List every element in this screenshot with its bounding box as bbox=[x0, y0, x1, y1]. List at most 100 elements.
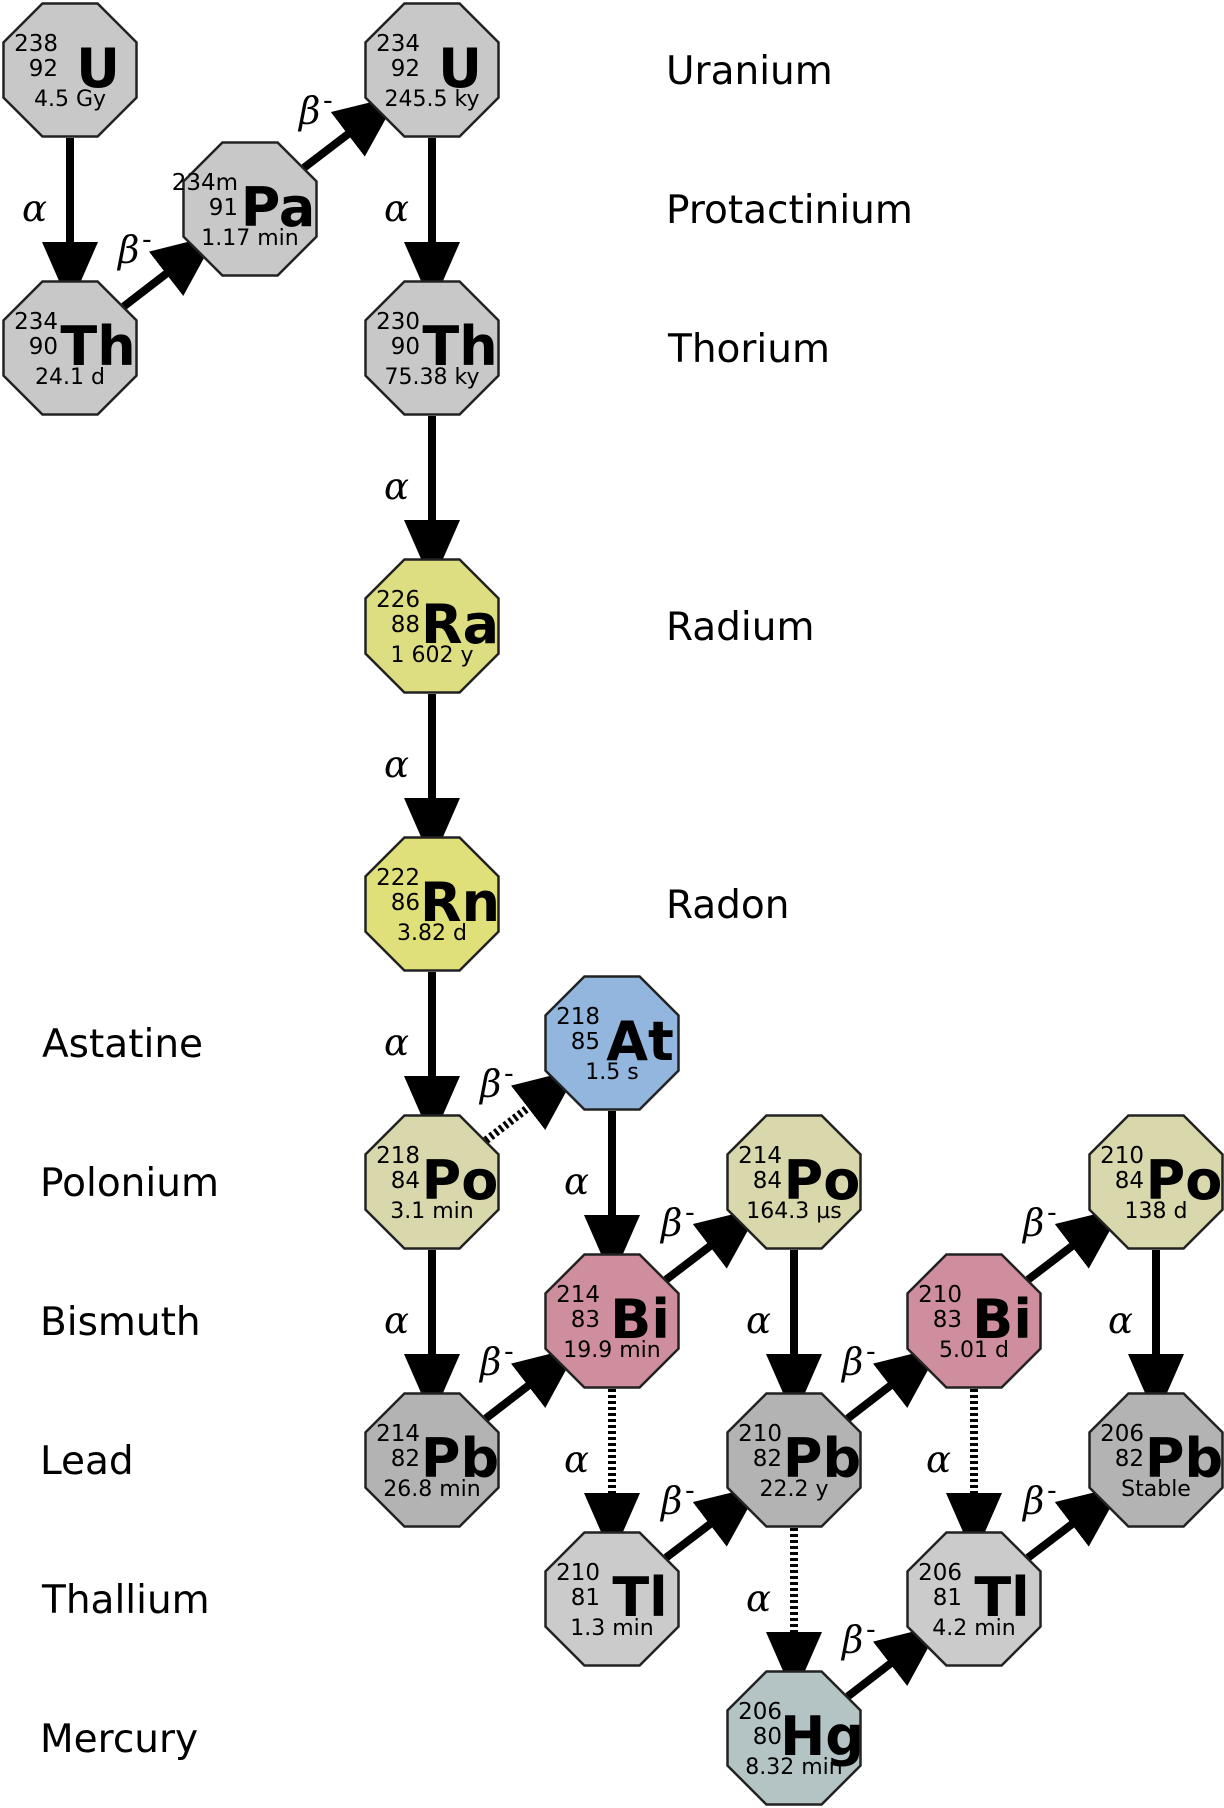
half-life: 5.01 d bbox=[939, 1338, 1009, 1363]
half-life: 26.8 min bbox=[383, 1477, 480, 1502]
decay-alpha-th230-to-ra226: α bbox=[384, 416, 460, 584]
nuclide-octagon bbox=[544, 975, 680, 1111]
element-label-astatine: Astatine bbox=[42, 1022, 203, 1067]
decay-arrow bbox=[1025, 1207, 1123, 1283]
mass-number: 210 bbox=[556, 1560, 600, 1586]
element-label-radon: Radon bbox=[666, 883, 789, 928]
atomic-number: 82 bbox=[753, 1446, 782, 1472]
element-symbol: Tl bbox=[612, 1566, 667, 1629]
decay-alpha-u234-to-th230: α bbox=[384, 138, 460, 306]
mass-number: 210 bbox=[918, 1282, 962, 1308]
half-life: 1.3 min bbox=[570, 1616, 653, 1641]
decay-alpha-pb210-to-hg206: α bbox=[746, 1528, 822, 1696]
decay-alpha-rn222-to-po218: α bbox=[384, 972, 460, 1140]
decay-label-alpha: α bbox=[384, 743, 409, 786]
half-life: 1.17 min bbox=[201, 226, 298, 251]
decay-arrow bbox=[121, 234, 217, 310]
element-symbol: Th bbox=[422, 315, 497, 378]
half-life: 22.2 y bbox=[760, 1477, 829, 1502]
half-life: 1.5 s bbox=[585, 1060, 638, 1085]
atomic-number: 84 bbox=[391, 1168, 420, 1194]
decay-label-alpha: α bbox=[746, 1299, 771, 1342]
decay-beta-hg206-to-tl206: β- bbox=[840, 1615, 941, 1700]
decay-beta-tl210-to-pb210: β- bbox=[659, 1476, 761, 1561]
decay-label-beta: β bbox=[840, 1619, 863, 1662]
decay-label-beta: β bbox=[659, 1202, 682, 1245]
half-life: 19.9 min bbox=[563, 1338, 660, 1363]
atomic-number: 90 bbox=[29, 334, 58, 360]
mass-number: 230 bbox=[376, 309, 420, 335]
decay-alpha-bi214-to-tl210: α bbox=[564, 1389, 640, 1557]
nuclide-octagon bbox=[182, 141, 318, 277]
element-label-lead: Lead bbox=[40, 1439, 134, 1484]
decay-label-alpha: α bbox=[384, 187, 409, 230]
element-symbol: Bi bbox=[610, 1288, 670, 1351]
mass-number: 226 bbox=[376, 587, 420, 613]
atomic-number: 88 bbox=[391, 612, 420, 638]
nuclide-octagon bbox=[906, 1531, 1042, 1667]
atomic-number: 85 bbox=[571, 1029, 600, 1055]
atomic-number: 84 bbox=[1115, 1168, 1144, 1194]
half-life: 1 602 y bbox=[391, 643, 474, 668]
decay-alpha-u238-to-th234: α bbox=[22, 138, 98, 306]
element-symbol: Th bbox=[60, 315, 135, 378]
decay-label-alpha: α bbox=[1108, 1299, 1133, 1342]
nuclide-octagon bbox=[364, 280, 500, 416]
beta-minus-sign: - bbox=[504, 1337, 514, 1368]
half-life: 3.82 d bbox=[397, 921, 467, 946]
nuclide-octagon bbox=[544, 1253, 680, 1389]
decay-label-beta: β bbox=[659, 1480, 682, 1523]
decay-arrow bbox=[483, 1068, 579, 1144]
decay-beta-th234-to-pa234m: β- bbox=[116, 225, 217, 310]
atomic-number: 92 bbox=[391, 56, 420, 82]
decay-alpha-po214-to-pb210: α bbox=[746, 1250, 822, 1418]
nuclide-octagon bbox=[2, 280, 138, 416]
decay-label-beta: β bbox=[297, 90, 320, 133]
element-symbol: Po bbox=[784, 1149, 861, 1212]
nuclide-octagon bbox=[364, 1114, 500, 1250]
decay-arrow bbox=[1025, 1485, 1123, 1561]
decay-beta-pb210-to-bi210: β- bbox=[840, 1337, 941, 1422]
half-life: 8.32 min bbox=[745, 1755, 842, 1780]
beta-minus-sign: - bbox=[685, 1198, 695, 1229]
mass-number: 214 bbox=[556, 1282, 600, 1308]
element-symbol: Hg bbox=[780, 1705, 864, 1768]
decay-label-alpha: α bbox=[564, 1438, 589, 1481]
nuclide-octagon bbox=[726, 1392, 862, 1528]
element-symbol: Po bbox=[1146, 1149, 1223, 1212]
decay-label-alpha: α bbox=[22, 187, 47, 230]
nuclide-octagon bbox=[364, 558, 500, 694]
atomic-number: 84 bbox=[753, 1168, 782, 1194]
atomic-number: 91 bbox=[209, 195, 238, 221]
decay-label-beta: β bbox=[116, 229, 139, 272]
atomic-number: 90 bbox=[391, 334, 420, 360]
decay-alpha-at218-to-bi214: α bbox=[564, 1111, 640, 1279]
decay-alpha-bi210-to-tl206: α bbox=[926, 1389, 1002, 1557]
decay-beta-bi214-to-po214: β- bbox=[659, 1198, 761, 1283]
mass-number: 234 bbox=[14, 309, 58, 335]
atomic-number: 81 bbox=[933, 1585, 962, 1611]
mass-number: 238 bbox=[14, 31, 58, 57]
nuclide-octagon bbox=[726, 1670, 862, 1806]
element-symbol: Pb bbox=[421, 1427, 499, 1490]
element-label-thallium: Thallium bbox=[41, 1578, 210, 1623]
mass-number: 206 bbox=[738, 1699, 782, 1725]
atomic-number: 80 bbox=[753, 1724, 782, 1750]
mass-number: 214 bbox=[376, 1421, 420, 1447]
mass-number: 218 bbox=[376, 1143, 420, 1169]
nuclide-octagon bbox=[1088, 1392, 1224, 1528]
decay-label-beta: β bbox=[1021, 1480, 1044, 1523]
atomic-number: 82 bbox=[1115, 1446, 1144, 1472]
element-symbol: Pa bbox=[241, 176, 316, 239]
decay-label-beta: β bbox=[840, 1341, 863, 1384]
